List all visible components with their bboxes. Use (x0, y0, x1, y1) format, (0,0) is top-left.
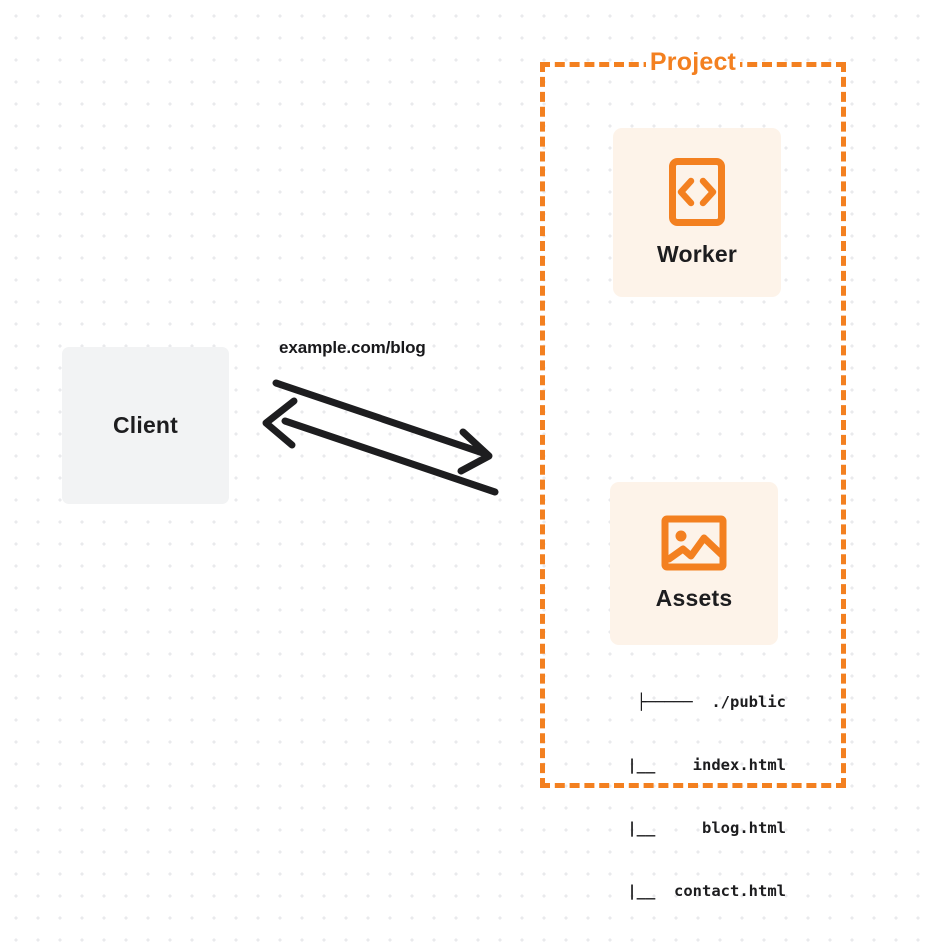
code-brackets-icon (668, 157, 726, 227)
diagram-canvas: Client example.com/blog Project Worker (62, 48, 846, 900)
assets-file-tree: ├───── ./public |__ index.html |__ blog.… (560, 650, 786, 944)
node-worker-label: Worker (656, 241, 738, 267)
node-worker[interactable]: Worker (613, 128, 781, 297)
node-client[interactable]: Client (62, 347, 229, 504)
file-tree-line-root: ├───── ./public (636, 693, 786, 711)
node-assets[interactable]: Assets (610, 482, 778, 645)
image-icon (661, 515, 727, 571)
file-tree-line-index: |__ index.html (571, 756, 786, 774)
file-tree-line-blog: |__ blog.html (571, 819, 786, 837)
project-title-text: Project (645, 48, 741, 76)
edge-label-request-url: example.com/blog (279, 338, 426, 357)
project-title: Project (540, 48, 846, 77)
node-client-label: Client (112, 412, 179, 438)
arrow-response-incoming (262, 397, 499, 496)
node-assets-label: Assets (655, 585, 733, 611)
arrow-request-outgoing (272, 379, 493, 475)
file-tree-line-contact: |__ contact.html (571, 882, 786, 900)
